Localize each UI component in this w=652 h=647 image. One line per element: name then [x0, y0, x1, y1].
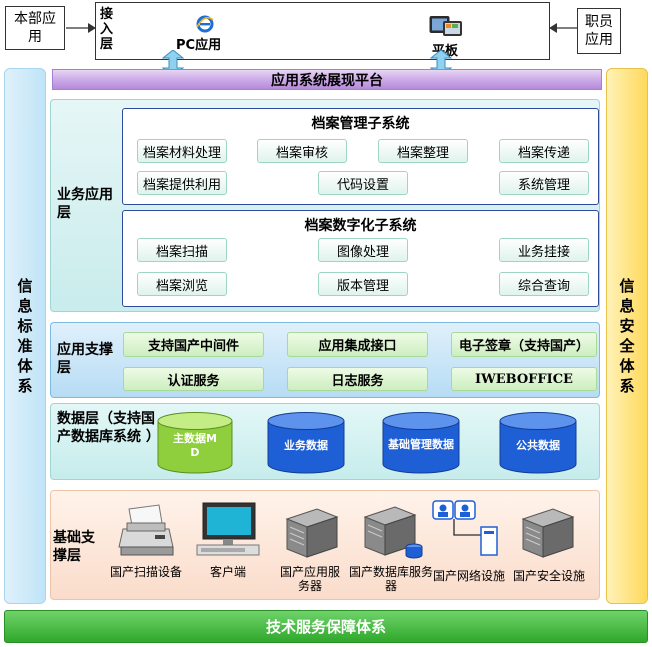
scanner-icon — [118, 504, 174, 556]
base-layer-label: 基础支撑层 — [53, 530, 95, 564]
network-facility-label: 国产网络设施 — [432, 569, 505, 583]
data-layer: 数据层（支持国产数据库系统 ） 主数据MD 业务数据 基础管理数据 公共数据 — [50, 403, 600, 480]
business-application-layer: 业务应用层 档案管理子系统 档案材料处理 档案审核 档案整理 档案传递 档案提供… — [50, 99, 600, 312]
right-arrow-connector — [549, 23, 579, 33]
module-archive-review: 档案审核 — [257, 139, 347, 163]
app-server-icon — [285, 508, 339, 558]
presentation-platform-bar: 应用系统展现平台 — [52, 69, 602, 90]
module-e-signature: 电子签章（支持国产） — [451, 332, 597, 357]
access-layer-label: 接入层 — [100, 7, 114, 52]
right-app-label: 职员应用 — [585, 14, 613, 48]
left-app-box: 本部应用 — [5, 6, 65, 50]
module-archive-browse: 档案浏览 — [137, 272, 227, 296]
master-data-label: 主数据MD — [173, 432, 217, 459]
info-standard-label: 信息标准体系 — [17, 277, 33, 395]
module-integration-interface: 应用集成接口 — [287, 332, 428, 357]
module-domestic-middleware: 支持国产中间件 — [123, 332, 264, 357]
business-layer-label: 业务应用层 — [57, 187, 113, 221]
module-archive-transfer: 档案传递 — [499, 139, 589, 163]
left-arrow-connector — [66, 23, 96, 33]
module-system-management: 系统管理 — [499, 171, 589, 195]
module-archive-provide: 档案提供利用 — [137, 171, 227, 195]
base-management-data-cylinder — [382, 412, 460, 474]
tech-service-label: 技术服务保障体系 — [265, 618, 386, 636]
module-archive-organize: 档案整理 — [378, 139, 468, 163]
module-comprehensive-query: 综合查询 — [499, 272, 589, 296]
application-support-layer: 应用支撑层 支持国产中间件 应用集成接口 电子签章（支持国产） 认证服务 日志服… — [50, 322, 600, 398]
info-standard-column: 信息标准体系 — [4, 68, 46, 604]
info-security-column: 信息安全体系 — [606, 68, 648, 604]
client-computer-icon — [196, 502, 260, 556]
archive-management-subsystem: 档案管理子系统 档案材料处理 档案审核 档案整理 档案传递 档案提供利用 代码设… — [122, 108, 599, 205]
archive-management-title: 档案管理子系统 — [311, 116, 410, 132]
module-iweboffice: IWEBOFFICE — [451, 367, 597, 391]
module-code-settings: 代码设置 — [318, 171, 408, 195]
database-server-label: 国产数据库服务器 — [349, 565, 434, 593]
security-facility-icon — [521, 508, 575, 558]
left-app-label: 本部应用 — [14, 11, 56, 45]
business-data-label: 业务数据 — [284, 439, 328, 452]
base-management-data-label: 基础管理数据 — [388, 438, 454, 451]
database-server-icon — [363, 506, 423, 559]
archive-digitization-subsystem: 档案数字化子系统 档案扫描 图像处理 业务挂接 档案浏览 版本管理 综合查询 — [122, 210, 599, 307]
right-app-box: 职员应用 — [577, 8, 621, 54]
module-image-processing: 图像处理 — [318, 238, 408, 262]
network-facility-icon — [432, 500, 498, 556]
module-archive-material: 档案材料处理 — [137, 139, 227, 163]
master-data-cylinder — [157, 412, 233, 474]
module-log-service: 日志服务 — [287, 367, 428, 391]
archive-digitization-title: 档案数字化子系统 — [304, 218, 417, 234]
security-facility-label: 国产安全设施 — [512, 569, 585, 583]
module-archive-scan: 档案扫描 — [137, 238, 227, 262]
module-auth-service: 认证服务 — [123, 367, 264, 391]
pc-app-label: PC应用 — [176, 38, 222, 53]
module-version-management: 版本管理 — [318, 272, 408, 296]
tablet-icon — [429, 16, 462, 36]
platform-label: 应用系统展现平台 — [271, 72, 383, 89]
public-data-cylinder — [499, 412, 577, 474]
app-server-label: 国产应用服务器 — [279, 565, 340, 593]
module-business-link: 业务挂接 — [499, 238, 589, 262]
tech-service-support-bar: 技术服务保障体系 — [4, 610, 648, 643]
info-security-label: 信息安全体系 — [619, 277, 635, 395]
support-layer-label: 应用支撑层 — [57, 342, 113, 376]
client-label: 客户端 — [209, 565, 246, 579]
business-data-cylinder — [267, 412, 345, 474]
ie-browser-icon — [196, 15, 214, 33]
data-layer-label: 数据层（支持国产数据库系统 ） — [57, 411, 160, 445]
scanner-label: 国产扫描设备 — [109, 565, 182, 579]
base-support-layer: 基础支撑层 国产扫描设备 客户端 国产应用服务器 国产数据库服务器 — [50, 490, 600, 600]
public-data-label: 公共数据 — [516, 439, 560, 452]
